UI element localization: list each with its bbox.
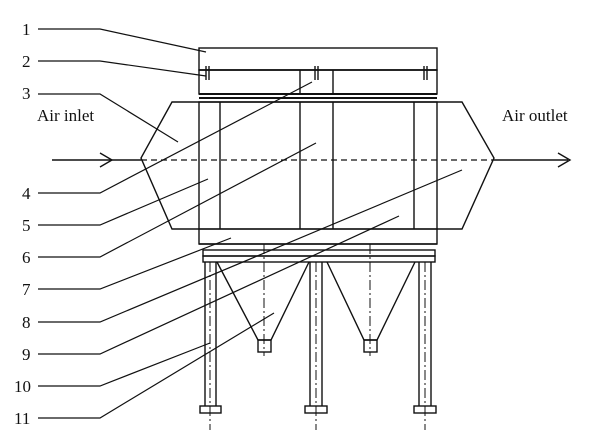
leader-4 [38,81,313,194]
hopper-right [326,244,416,356]
callout-4: 4 [22,184,31,203]
callout-8: 8 [22,313,31,332]
callout-1: 1 [22,20,31,39]
leader-lines [38,28,463,419]
leader-7 [38,237,232,290]
leader-9 [38,215,400,355]
callout-10: 10 [14,377,31,396]
callout-11: 11 [14,409,30,428]
callout-7: 7 [22,280,31,299]
outlet-transition [437,101,495,230]
leader-1 [38,28,207,53]
callout-6: 6 [22,248,31,267]
callout-numbers: 1 2 3 4 5 6 7 8 9 10 11 [14,20,31,428]
air-outlet-label: Air outlet [502,106,568,125]
leader-8 [38,169,463,323]
leader-5 [38,178,209,226]
leader-3 [38,93,179,143]
air-inlet-label: Air inlet [37,106,94,125]
callout-9: 9 [22,345,31,364]
filter-chamber [198,101,438,230]
leader-2 [38,60,207,77]
hopper-left [216,244,310,356]
callout-3: 3 [22,84,31,103]
leader-11 [38,312,275,419]
inlet-transition [140,101,199,230]
leader-6 [38,142,317,258]
base-frame [198,228,438,263]
leader-10 [38,342,211,387]
callout-2: 2 [22,52,31,71]
callout-5: 5 [22,216,31,235]
top-housing [198,47,438,103]
airflow-line [52,152,572,168]
support-legs [199,262,437,430]
